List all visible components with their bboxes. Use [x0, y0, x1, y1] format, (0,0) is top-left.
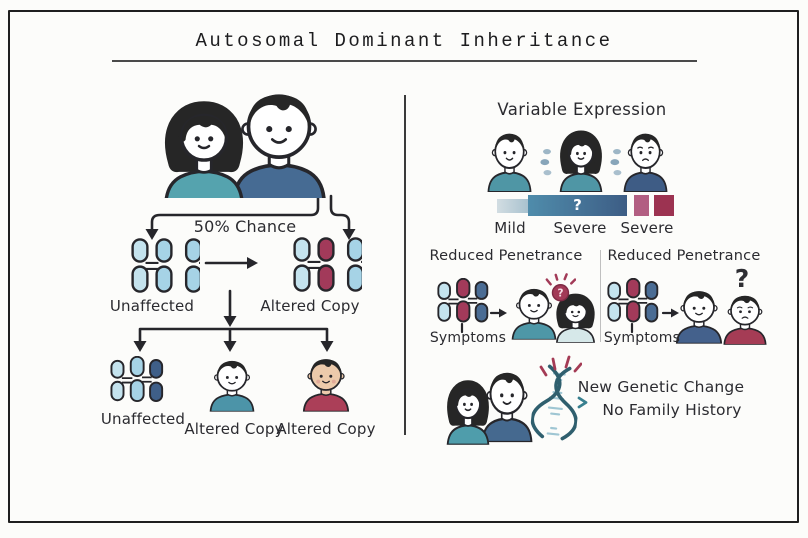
symptoms-label-left: Symptoms — [429, 330, 507, 346]
child-altered-red — [296, 354, 356, 412]
chromosomes-unaffected — [104, 238, 200, 293]
child-altered-teal — [203, 356, 261, 412]
penetrance-question-mark: ? — [734, 264, 750, 293]
label-unaffected-gen2: Unaffected — [100, 410, 186, 428]
variable-expression-title: Variable Expression — [497, 100, 667, 119]
label-altered-copy-gen2a: Altered Copy — [184, 420, 284, 438]
symptoms-label-right: Symptoms — [603, 330, 681, 346]
svg-text:?: ? — [557, 288, 563, 300]
penetrance-chromosomes-left — [436, 278, 492, 323]
ve-person-moderate — [551, 126, 611, 192]
parents-illustration — [164, 93, 326, 198]
chromosomes-altered-copy — [266, 237, 362, 292]
de-novo-line1: New Genetic Change — [577, 378, 745, 396]
penetrance-title-right: Reduced Penetrance — [607, 248, 761, 264]
chance-label: 50% Chance — [193, 217, 297, 236]
penetrance-chromosomes-right — [606, 278, 662, 323]
severity-label-severe1: Severe — [553, 219, 607, 237]
severity-bar-mild — [497, 199, 528, 213]
title-underline — [112, 60, 697, 62]
penetrance-divider — [600, 250, 602, 342]
dna-icon — [530, 364, 578, 441]
section-divider — [404, 95, 406, 435]
penetrance-title-left: Reduced Penetrance — [429, 248, 583, 264]
alert-badge-icon: ? — [545, 273, 576, 302]
severity-bar-severe: ? — [528, 195, 627, 216]
severity-bar-square-red — [654, 195, 674, 216]
severity-label-mild: Mild — [494, 219, 526, 237]
ve-person-severe — [617, 128, 674, 192]
penetrance-person-affected-red — [717, 291, 773, 345]
de-novo-line2: No Family History — [602, 401, 742, 419]
border-frame — [8, 10, 799, 523]
page-title: Autosomal Dominant Inheritance — [195, 30, 613, 52]
de-novo-couple — [446, 371, 533, 445]
severity-label-severe2: Severe — [620, 219, 674, 237]
label-altered-copy-gen2b: Altered Copy — [276, 420, 376, 438]
ve-person-mild — [481, 128, 538, 192]
label-altered-copy-gen1: Altered Copy — [260, 297, 360, 315]
label-unaffected-gen1: Unaffected — [109, 297, 195, 315]
severity-question-mark: ? — [573, 196, 582, 214]
chevron-right-icon — [577, 396, 588, 409]
severity-bar-square-pink — [634, 195, 649, 216]
spark-lines-icon — [539, 355, 582, 377]
child-unaffected-chromosomes — [109, 356, 167, 403]
